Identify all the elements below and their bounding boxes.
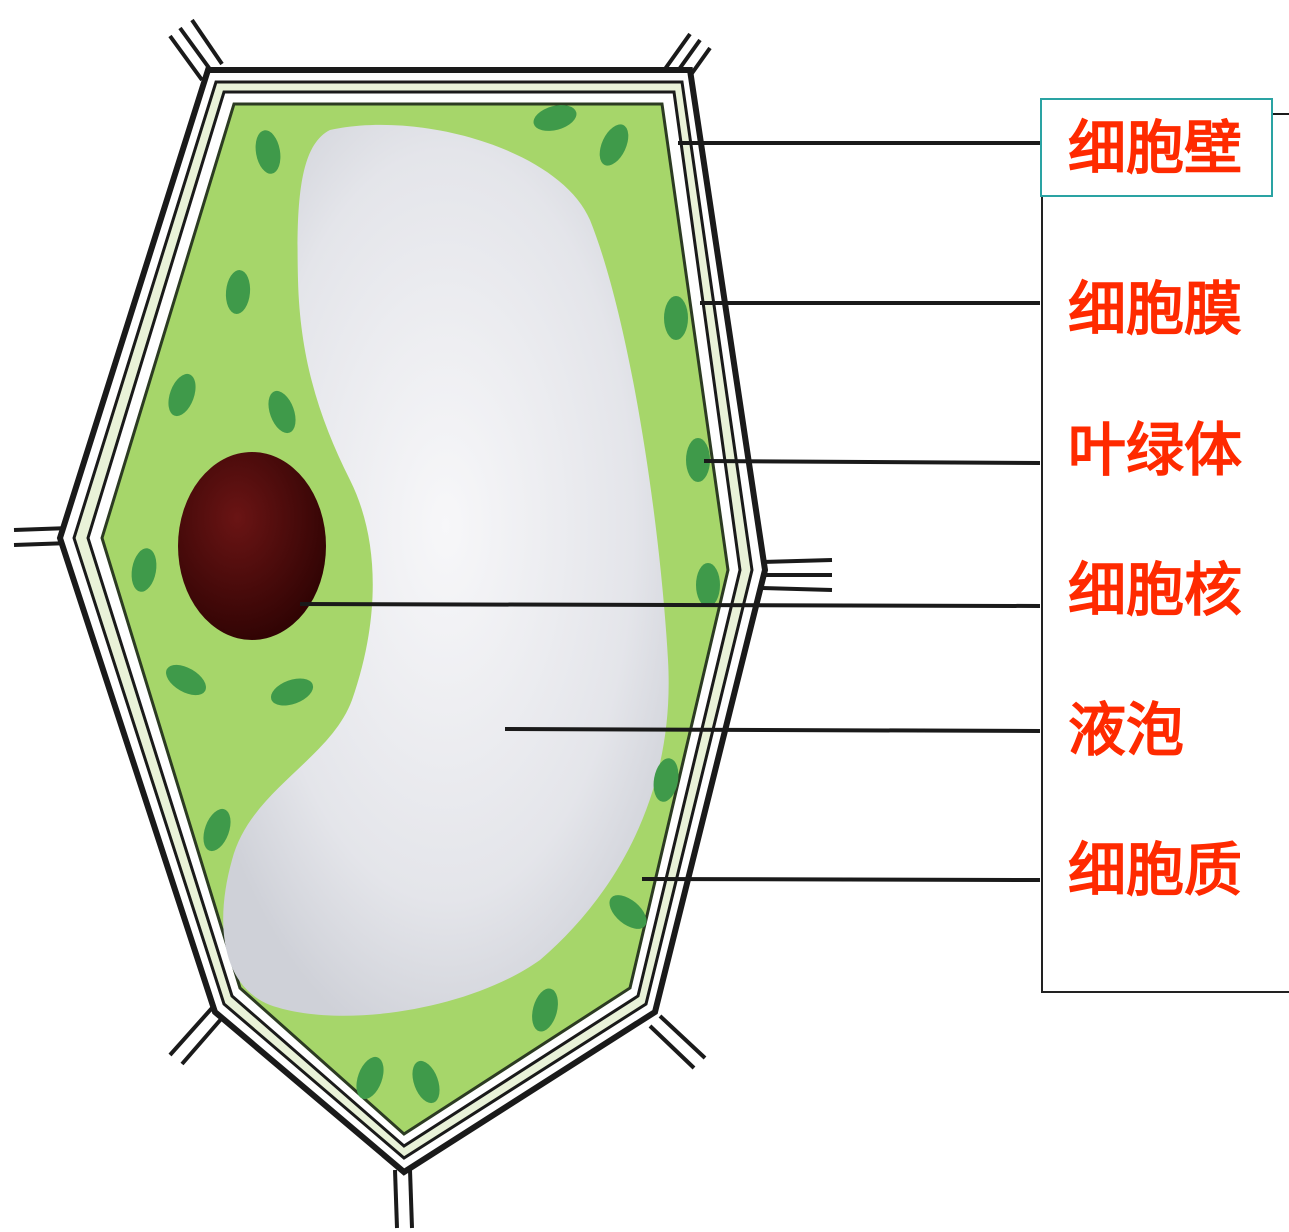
- leader-line-chloroplast: [704, 461, 1040, 463]
- label-cytoplasm: 细胞质: [1068, 835, 1242, 905]
- chloroplast: [696, 563, 720, 607]
- label-chloroplast: 叶绿体: [1068, 415, 1242, 485]
- label-nucleus: 细胞核: [1068, 555, 1242, 625]
- leader-line-cytoplasm: [642, 879, 1040, 880]
- leader-line-vacuole: [505, 729, 1040, 731]
- label-vacuole: 液泡: [1068, 695, 1184, 765]
- label-cell-membrane: 细胞膜: [1068, 274, 1242, 344]
- nucleus-shape: [178, 452, 326, 640]
- label-cell-wall: 细胞壁: [1068, 113, 1242, 183]
- leader-line-nucleus: [300, 604, 1040, 606]
- chloroplast: [664, 296, 688, 340]
